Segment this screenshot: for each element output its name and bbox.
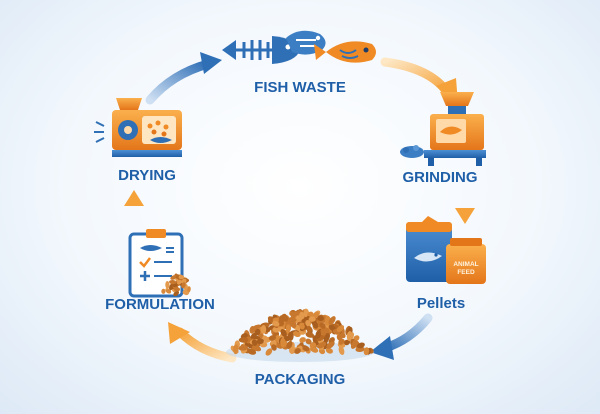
stage-label-drying: DRYING [118,167,176,184]
pellet [309,342,317,349]
pellet [256,338,264,345]
pellet [320,328,327,336]
pellet [165,289,172,294]
stage-label-packaging: PACKAGING [255,371,346,388]
pellet [265,348,273,356]
pellet [262,335,269,343]
pellet [356,342,365,349]
feed-bags-icon: ANIMAL FEED [406,216,486,284]
pellet-pile-icon [226,308,374,362]
pellet [292,331,301,338]
pellet [268,335,277,341]
pellet [238,337,249,343]
pellet [272,320,280,327]
pellet [299,337,306,343]
pellet [328,316,336,325]
pellet [251,345,262,352]
arrow-grinding-to-pellets [455,180,475,224]
fish-skeleton-icon [222,30,376,64]
pellet [233,344,239,355]
pellet [289,347,295,354]
stage-label-grinding: GRINDING [403,169,478,186]
pellet [182,289,188,295]
pellet [301,345,310,352]
pellet [305,320,311,327]
pellet [319,322,326,329]
pellet [249,325,256,334]
pellet [280,329,287,337]
pellet [286,340,293,349]
pellet [178,275,185,280]
formulation-pellets [161,273,191,297]
pellet [238,345,248,351]
pellet [336,325,345,333]
arrow-drying-to-waste [145,52,222,105]
feed-bag-line1: ANIMAL [453,261,478,268]
pellet [338,346,345,355]
pellet [305,332,315,338]
pellet [306,325,313,333]
pellet [294,348,301,354]
pellet [353,335,360,342]
pellet [173,290,180,297]
dryer-machine-icon [94,98,182,157]
pellet [181,282,186,289]
pellet [169,279,177,285]
pellet [254,328,261,336]
pellet [311,320,319,329]
pellet [316,341,327,349]
pellet [270,339,277,347]
arrow-pellets-to-packaging [370,313,433,360]
pellet [280,337,286,348]
pellet [271,344,277,351]
pellet [305,338,312,345]
pellet [181,278,187,284]
pellet [260,325,267,334]
pellet [295,315,303,321]
pellet [176,279,182,285]
clipboard-recipe-icon [128,229,184,298]
pellet [343,339,351,346]
pellet [346,331,353,340]
pellet [299,322,305,330]
pellet [173,287,181,292]
pellet [315,330,322,339]
stage-label-formulation: FORMULATION [105,296,215,313]
pellet [363,347,370,356]
pellet [308,316,316,322]
pellet [282,315,289,322]
pellet [312,337,321,346]
pellet [317,315,324,322]
pellet [165,281,170,289]
pellet [251,339,258,346]
pellet [161,288,166,294]
pellet [325,347,333,354]
pellet [285,324,292,332]
feed-bag-line2: FEED [457,269,475,276]
pellet [338,338,345,345]
pellet [290,311,299,318]
arrow-formulation-to-drying [124,190,144,228]
pellet [326,341,335,349]
pellet [355,346,365,353]
grinder-machine-icon [400,92,486,166]
stage-label-fish-waste: FISH WASTE [254,79,346,96]
stage-label-pellets: Pellets [417,295,465,312]
arrow-packaging-to-formulation [168,322,237,363]
